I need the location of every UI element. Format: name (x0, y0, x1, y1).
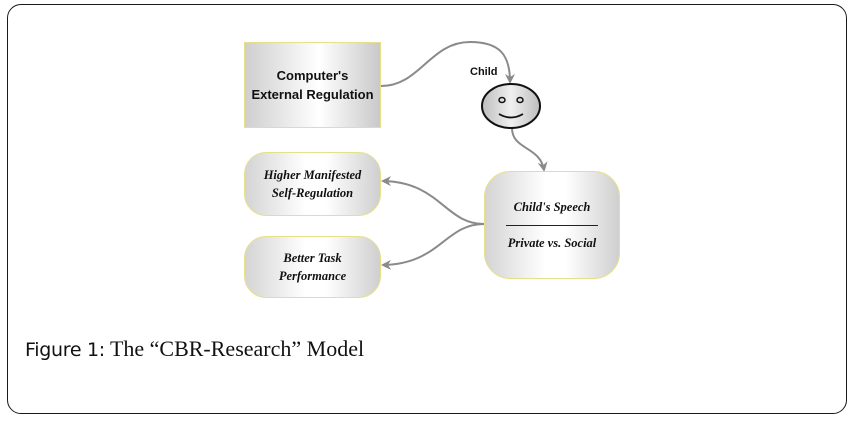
cbr-research-diagram: Child Computer's External Regulation Hig… (244, 40, 620, 298)
childs-speech-title: Child's Speech (513, 200, 591, 214)
computer-external-regulation-node: Computer's External Regulation (244, 42, 381, 128)
diagram-arrows (380, 40, 548, 270)
node-text-line: External Regulation (251, 87, 374, 102)
node-text-line: Performance (278, 269, 347, 283)
caption-label: Figure 1: (25, 339, 105, 361)
child-label: Child (470, 66, 498, 78)
arrow-regulation-to-child (380, 40, 515, 87)
child-face-icon (481, 83, 541, 129)
arrow-child-to-speech (511, 127, 548, 172)
node-text-line: Self-Regulation (271, 186, 354, 200)
figure-frame (7, 4, 847, 414)
node-text-line: Higher Manifested (263, 168, 362, 182)
node-text-line: Computer's (276, 68, 349, 83)
figure-caption: Figure 1: The “CBR-Research” Model (25, 336, 364, 362)
childs-speech-subtitle: Private vs. Social (507, 236, 597, 250)
arrow-speech-to-task-performance (381, 223, 485, 270)
speech-divider (506, 225, 598, 226)
childs-speech-node: Child's Speech Private vs. Social (484, 171, 620, 279)
caption-text: The “CBR-Research” Model (104, 336, 365, 361)
better-task-performance-node: Better Task Performance (244, 236, 381, 298)
arrow-speech-to-self-regulation (381, 176, 485, 225)
node-text-line: Better Task (283, 251, 342, 265)
higher-self-regulation-node: Higher Manifested Self-Regulation (244, 152, 381, 216)
